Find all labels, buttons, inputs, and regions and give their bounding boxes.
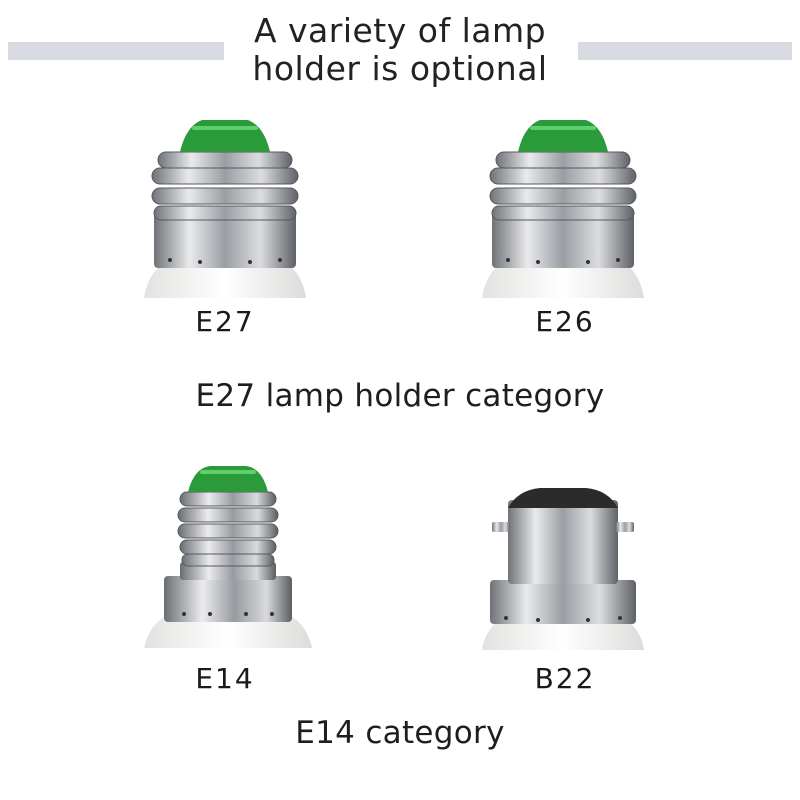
b22-bayonet-base-icon xyxy=(478,484,648,650)
bulb-label-e26: E26 xyxy=(535,305,595,338)
page-title: A variety of lamp holder is optional xyxy=(240,12,560,88)
caption-e14-category: E14 category xyxy=(295,715,505,751)
e26-screw-base-icon xyxy=(478,112,648,298)
bulb-label-b22: B22 xyxy=(534,662,596,695)
header-divider-right xyxy=(578,42,792,60)
header-divider-left xyxy=(8,42,224,60)
e14-screw-base-icon xyxy=(144,462,312,648)
bulb-label-e27: E27 xyxy=(195,305,255,338)
title-line-1: A variety of lamp xyxy=(253,11,547,50)
title-line-2: holder is optional xyxy=(252,49,548,88)
bulb-label-e14: E14 xyxy=(195,662,255,695)
e27-screw-base-icon xyxy=(140,112,310,298)
caption-e27-category: E27 lamp holder category xyxy=(195,378,605,414)
